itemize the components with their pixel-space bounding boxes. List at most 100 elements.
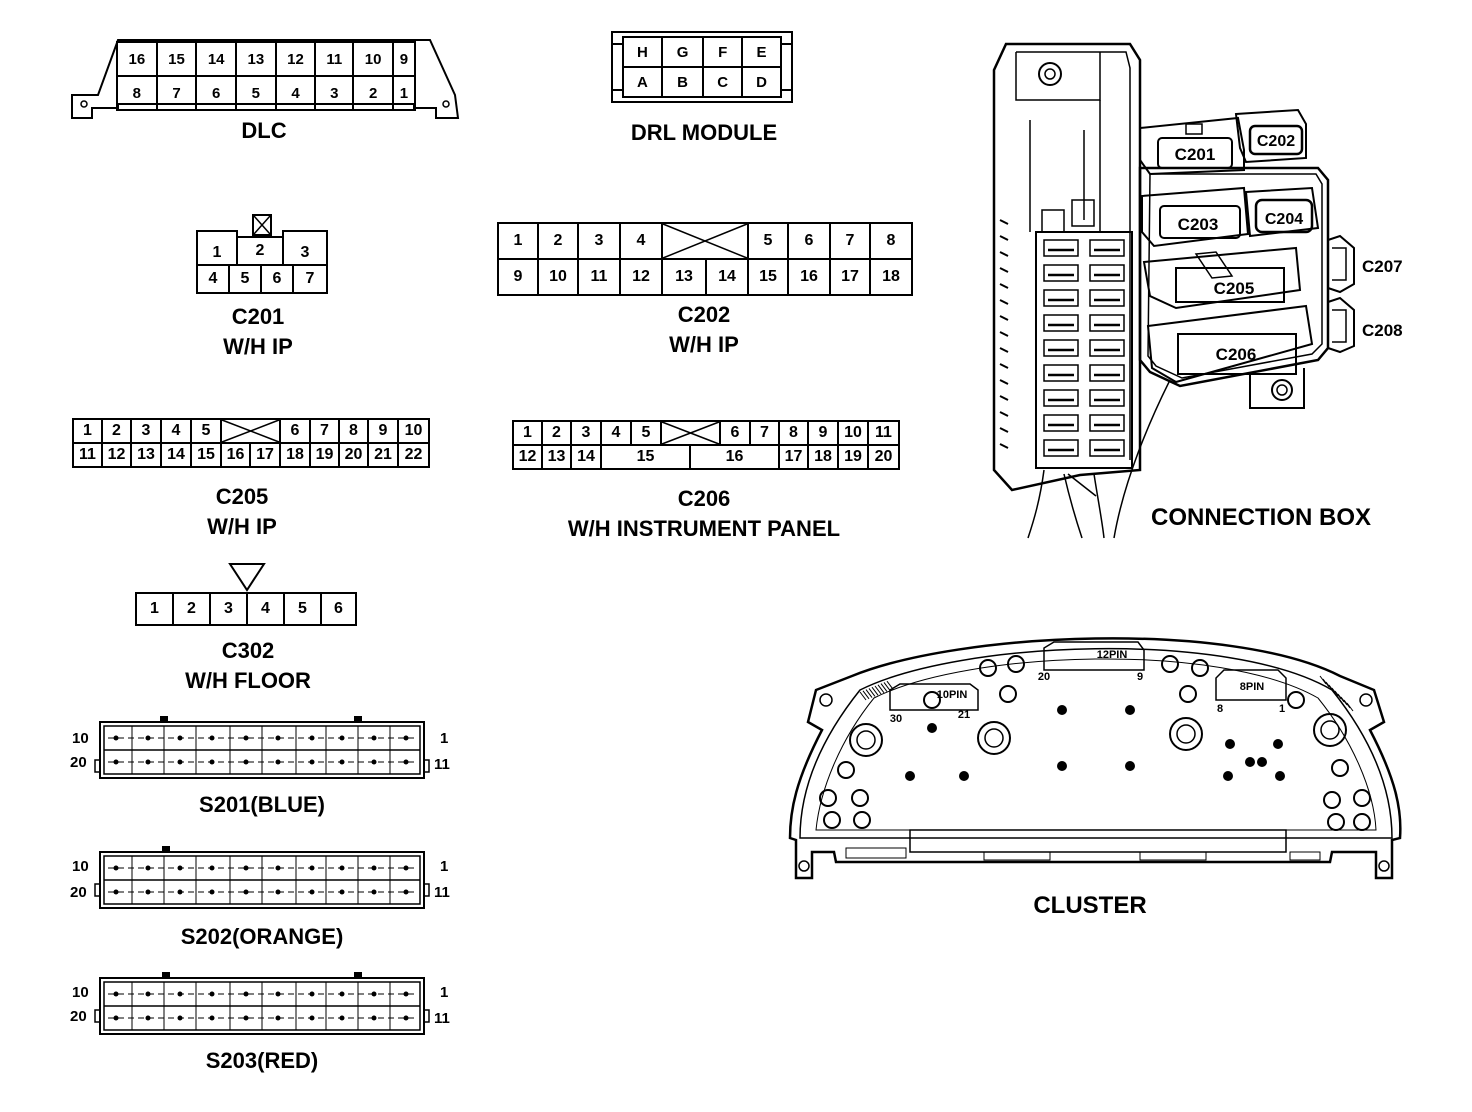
cl-gauge: [1169, 717, 1203, 751]
s203-label: S203(RED): [205, 1048, 319, 1073]
dlc-label: DLC: [241, 118, 287, 143]
c206-sublabel: W/H INSTRUMENT PANEL: [567, 516, 841, 541]
splice-dot: [113, 759, 119, 765]
cl-gauge: [977, 721, 1011, 755]
dlc-pin: 15: [155, 41, 198, 77]
dlc-pin: 16: [116, 41, 158, 77]
c202-pin: 18: [869, 258, 913, 296]
cl-bulb: [1287, 691, 1305, 709]
cb-fuse: [1043, 239, 1079, 257]
cb-fuse: [1043, 389, 1079, 407]
cb-side-dash: [999, 363, 1009, 369]
cl-gauge: [849, 723, 883, 757]
cl-bulb: [1161, 655, 1179, 673]
cl-bulb: [1353, 813, 1371, 831]
cl-hatch-tick: [883, 682, 891, 691]
cl-bulb: [1007, 655, 1025, 673]
cl-hatch-tick: [1325, 681, 1333, 691]
cl-bulb: [1323, 791, 1341, 809]
c201-pin: 4: [196, 264, 230, 294]
dlc-pin: 2: [352, 75, 394, 111]
cl-conn-b-name: 12PIN: [1097, 649, 1128, 661]
c202-pin: 7: [829, 222, 871, 260]
splice-dot: [113, 865, 119, 871]
cl-hatch-tick: [1346, 702, 1354, 712]
cb-side-dash: [999, 235, 1009, 241]
drl-pin: D: [741, 66, 782, 98]
s201-right-bottom: 11: [434, 756, 450, 773]
cl-conn-b-right: 9: [1137, 671, 1143, 683]
cl-hatch-tick: [1343, 699, 1351, 709]
drl-pin: G: [660, 36, 705, 68]
cb-fuse: [1089, 239, 1125, 257]
c202-blank-cross: [662, 223, 748, 259]
cb-fuse: [1089, 389, 1125, 407]
cb-fuse: [1043, 364, 1079, 382]
dlc-pin: 5: [235, 75, 277, 111]
c201-pin: 5: [228, 264, 262, 294]
splice-dot: [403, 889, 409, 895]
cl-led: [1245, 757, 1255, 767]
cl-led: [1257, 757, 1267, 767]
cl-led: [1275, 771, 1285, 781]
cl-bulb: [979, 659, 997, 677]
drl-pin: A: [622, 66, 663, 98]
cl-gauge: [984, 728, 1004, 748]
cl-led: [927, 723, 937, 733]
s201-right-top: 1: [440, 730, 449, 747]
cb-side-dash: [999, 283, 1009, 289]
cb-side-dash: [999, 315, 1009, 321]
cl-bulb: [1179, 685, 1197, 703]
cl-bulb: [819, 789, 837, 807]
c202-pin: 13: [661, 258, 707, 296]
drl-pin: H: [622, 36, 663, 68]
cb-fuse: [1089, 314, 1125, 332]
cl-hatch-tick: [1334, 690, 1342, 700]
cl-bulb: [851, 789, 869, 807]
cl-led: [1057, 761, 1067, 771]
c205-pin: 14: [160, 442, 192, 468]
c205-pin: 12: [101, 442, 132, 468]
c302-pin: 6: [320, 592, 357, 626]
s203-left-top: 10: [72, 984, 89, 1001]
c205-pin: 13: [130, 442, 162, 468]
s203-left-bottom: 20: [70, 1008, 87, 1025]
c206-pin: 15: [600, 444, 691, 470]
cb-fuse: [1089, 439, 1125, 457]
cl-hatch-tick: [877, 684, 885, 694]
c205-pin: 18: [279, 442, 311, 468]
cb-side-dash: [999, 267, 1009, 273]
cb-c203-text: C203: [1178, 215, 1219, 234]
cl-bulb: [999, 685, 1017, 703]
c202-label: C202: [677, 302, 731, 327]
cb-fuse: [1089, 264, 1125, 282]
c302-pin: 1: [135, 592, 174, 626]
cb-side-dash: [999, 379, 1009, 385]
cl-led: [1225, 739, 1235, 749]
c206-pin: 20: [867, 444, 900, 470]
splice-dot: [113, 1015, 119, 1021]
cl-bulb: [1353, 789, 1371, 807]
c302-sublabel: W/H FLOOR: [185, 668, 311, 693]
dlc-pin: 14: [195, 41, 238, 77]
cl-led: [959, 771, 969, 781]
cb-side-dash: [999, 427, 1009, 433]
drl-pin: C: [702, 66, 744, 98]
cb-c205-text: C205: [1214, 279, 1255, 298]
c201-label: C201: [231, 304, 285, 329]
cl-gauge: [1313, 713, 1347, 747]
c202-pin: 9: [497, 258, 539, 296]
cl-led: [905, 771, 915, 781]
cl-bulb: [837, 761, 855, 779]
cl-led: [1273, 739, 1283, 749]
cl-hatch-tick: [868, 688, 876, 697]
cl-led: [1223, 771, 1233, 781]
dlc-pin: 1: [391, 75, 417, 111]
cl-bulb: [853, 811, 871, 829]
cl-hatch-tick: [1337, 693, 1345, 703]
s202-left-top: 10: [72, 858, 89, 875]
cb-side-dash: [999, 347, 1009, 353]
cl-led: [1125, 761, 1135, 771]
drl-pin: E: [741, 36, 782, 68]
s203-right-bottom: 11: [434, 1010, 450, 1027]
